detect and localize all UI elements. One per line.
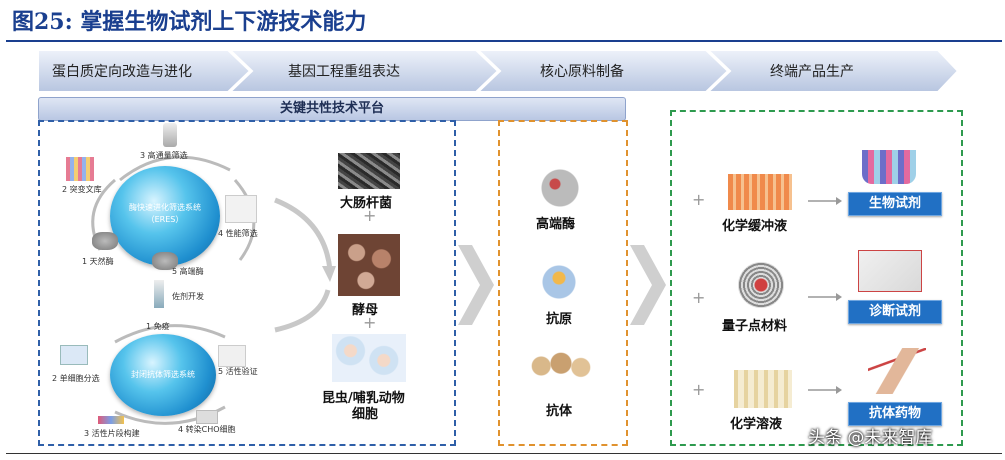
- plus-icon: +: [363, 313, 377, 332]
- platform-header: 关键共性技术平台: [38, 97, 626, 121]
- yeast-image: [338, 234, 400, 296]
- plus-icon: +: [692, 380, 706, 399]
- antigen-structure-image: [540, 262, 578, 302]
- material-antigen: 抗原: [546, 312, 573, 327]
- stage-label-1: 蛋白质定向改造与进化: [52, 64, 192, 80]
- material-enzyme: 高端酶: [536, 217, 576, 232]
- eres-abbr: （ERES）: [146, 215, 184, 224]
- cell-sorter-icon: [60, 345, 88, 365]
- eres-step-4: 4 性能筛选: [218, 229, 258, 238]
- plus-icon: +: [692, 288, 706, 307]
- antibody-step-1: 1 免疫: [146, 322, 170, 331]
- plus-icon: +: [363, 206, 377, 225]
- assay-plate-icon: [218, 345, 246, 367]
- arrow-right-icon: [808, 386, 842, 394]
- flow-arrow-1: [458, 245, 494, 325]
- syringe-icon: [154, 280, 164, 308]
- antibody-step-4: 4 转染CHO细胞: [178, 425, 236, 434]
- materials-box: [498, 120, 628, 446]
- eres-name: 酶快速进化筛选系统: [129, 203, 201, 212]
- eres-sphere: 酶快速进化筛选系统 （ERES）: [110, 166, 220, 266]
- plate-reader-icon: [225, 195, 257, 223]
- reagent-tubes-image: [862, 150, 916, 184]
- e-coli-image: [338, 153, 400, 189]
- quantum-dot-image: [738, 262, 784, 308]
- raw-buffer: 化学缓冲液: [722, 219, 788, 234]
- product-bio-reagent: 生物试剂: [848, 192, 942, 216]
- stage-label-3: 核心原料制备: [540, 64, 624, 80]
- watermark: 头条 @未来智库: [808, 428, 933, 448]
- chemical-solution-image: [734, 370, 792, 408]
- plus-icon: +: [692, 190, 706, 209]
- flow-arrow-2: [630, 245, 666, 325]
- antibody-step-5: 5 活性验证: [218, 367, 258, 376]
- adjuvant-step: 佐剂开发: [172, 292, 204, 301]
- platform-box: [38, 120, 456, 446]
- product-antibody-drug: 抗体药物: [848, 402, 942, 426]
- host-yeast: 酵母: [352, 303, 379, 318]
- product-diagnostic-reagent: 诊断试剂: [848, 300, 942, 324]
- title-rule: [6, 40, 1002, 42]
- antibody-step-2: 2 单细胞分选: [52, 374, 100, 383]
- antibody-step-3: 3 活性片段构建: [84, 429, 140, 438]
- stage-label-4: 终端产品生产: [770, 64, 854, 80]
- host-flow-arrows: [274, 197, 336, 333]
- stage-chevron-bar: 蛋白质定向改造与进化 基因工程重组表达 核心原料制备 终端产品生产: [37, 49, 960, 93]
- eres-step-3: 3 高通量筛选: [140, 151, 188, 160]
- buffer-solution-image: [728, 174, 792, 210]
- natural-enzyme-icon: [92, 232, 118, 250]
- enzyme-structure-image: [535, 168, 585, 208]
- eres-step-5: 5 高端酶: [172, 267, 204, 276]
- premium-enzyme-icon: [152, 252, 178, 270]
- raw-quantum-dot: 量子点材料: [722, 319, 788, 334]
- stage-label-2: 基因工程重组表达: [288, 64, 400, 80]
- antibody-structure-image: [528, 352, 594, 380]
- mutation-library-icon: [66, 157, 94, 181]
- stage-chevron-1: [37, 49, 252, 93]
- arrow-right-icon: [808, 197, 842, 205]
- stage-chevrons: [37, 49, 960, 93]
- injection-image: [868, 348, 926, 394]
- cho-cell-icon: [196, 410, 218, 424]
- antibody-system-name: 封闭抗体筛选系统: [131, 370, 195, 379]
- antibody-sphere: 封闭抗体筛选系统: [110, 334, 216, 416]
- diagnostic-kit-image: [858, 250, 922, 292]
- products-box: [670, 110, 963, 446]
- arrow-right-icon: [808, 293, 842, 301]
- insect-mammal-cell-image: [332, 334, 406, 382]
- raw-chemical-solution: 化学溶液: [730, 417, 783, 432]
- host-e-coli: 大肠杆菌: [340, 196, 393, 211]
- bottom-rule: [6, 453, 1002, 454]
- figure-title: 图25: 掌握生物试剂上下游技术能力: [12, 9, 367, 35]
- screening-tube-icon: [163, 123, 177, 147]
- host-insect-mammal: 昆虫/哺乳动物: [322, 391, 405, 406]
- fragment-build-icon: [98, 416, 124, 424]
- host-cell: 细胞: [352, 407, 379, 422]
- eres-step-2: 2 突变文库: [62, 185, 102, 194]
- material-antibody: 抗体: [546, 404, 573, 419]
- eres-step-1: 1 天然酶: [82, 257, 114, 266]
